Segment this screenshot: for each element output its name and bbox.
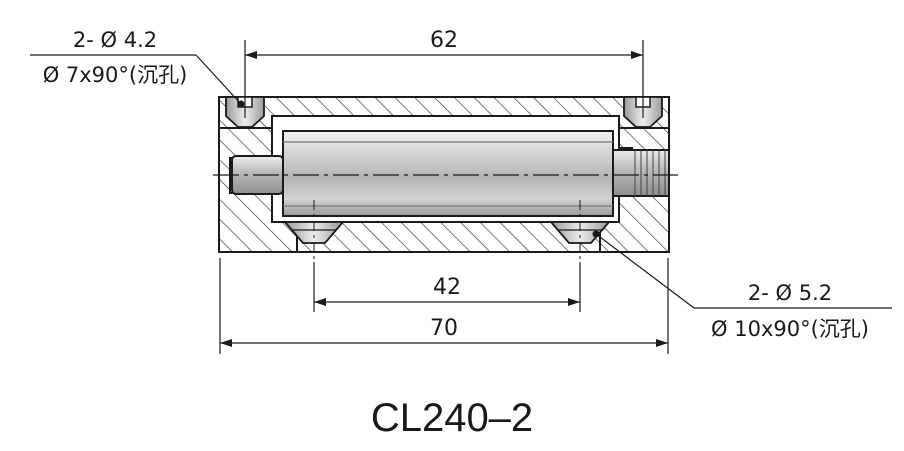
callout-bottom-right: 2- Ø 5.2 Ø 10x90°(沉孔) [592,230,892,341]
bottom-left-screw [283,221,345,244]
dimension-70: 70 [219,258,669,354]
callout-bottom-line1: 2- Ø 5.2 [748,281,832,305]
roller [231,130,670,217]
dimension-62-label: 62 [430,28,458,53]
bottom-right-screw [549,221,611,244]
top-plate [218,96,670,129]
callout-top-left: 2- Ø 4.2 Ø 7x90°(沉孔) [30,28,245,108]
dimension-62: 62 [244,28,644,118]
dimension-42: 42 [313,262,581,312]
dimension-70-label: 70 [430,316,458,341]
dimension-42-label: 42 [433,275,461,300]
model-number: CL240–2 [371,396,533,440]
callout-top-line1: 2- Ø 4.2 [73,28,157,52]
callout-bottom-line2: Ø 10x90°(沉孔) [711,317,869,341]
callout-top-line2: Ø 7x90°(沉孔) [43,63,188,87]
